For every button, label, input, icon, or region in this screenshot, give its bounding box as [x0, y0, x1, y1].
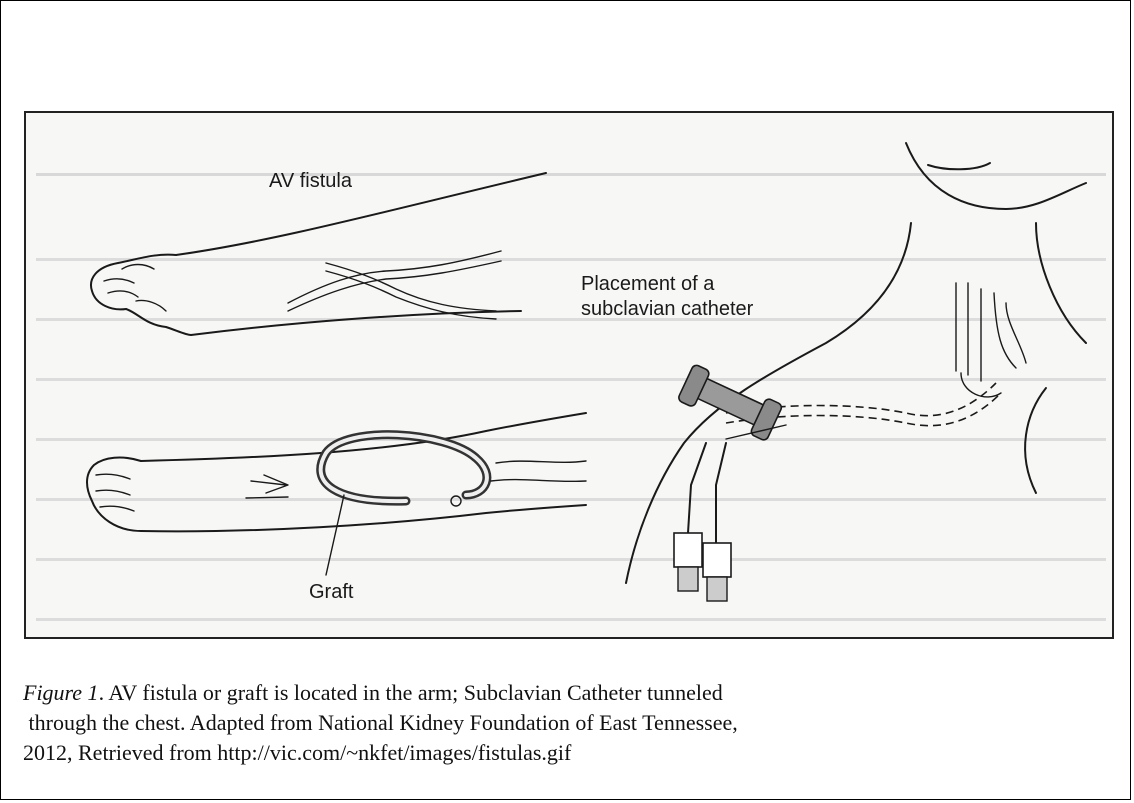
caption-line-3: 2012, Retrieved from http://vic.com/~nkf… — [23, 738, 1113, 768]
chest-catheter-drawing — [626, 143, 1086, 601]
figure-image: AV fistula Placement of a subclavian cat… — [24, 111, 1114, 639]
figure-number: Figure 1 — [23, 680, 99, 705]
caption-line-1: Figure 1. AV fistula or graft is located… — [23, 678, 1113, 708]
graft-label: Graft — [309, 581, 354, 603]
av-fistula-label: AV fistula — [269, 170, 353, 192]
background-texture — [36, 173, 1106, 621]
caption-line-2: through the chest. Adapted from National… — [23, 708, 1113, 738]
arm-fistula-drawing — [91, 173, 546, 335]
placement-label-line2: subclavian catheter — [581, 298, 754, 320]
figure-caption: Figure 1. AV fistula or graft is located… — [23, 678, 1113, 768]
medical-illustration: AV fistula Placement of a subclavian cat… — [26, 113, 1114, 639]
arm-graft-drawing — [87, 413, 586, 575]
placement-label-line1: Placement of a — [581, 273, 715, 295]
caption-line-1-text: . AV fistula or graft is located in the … — [99, 680, 723, 705]
